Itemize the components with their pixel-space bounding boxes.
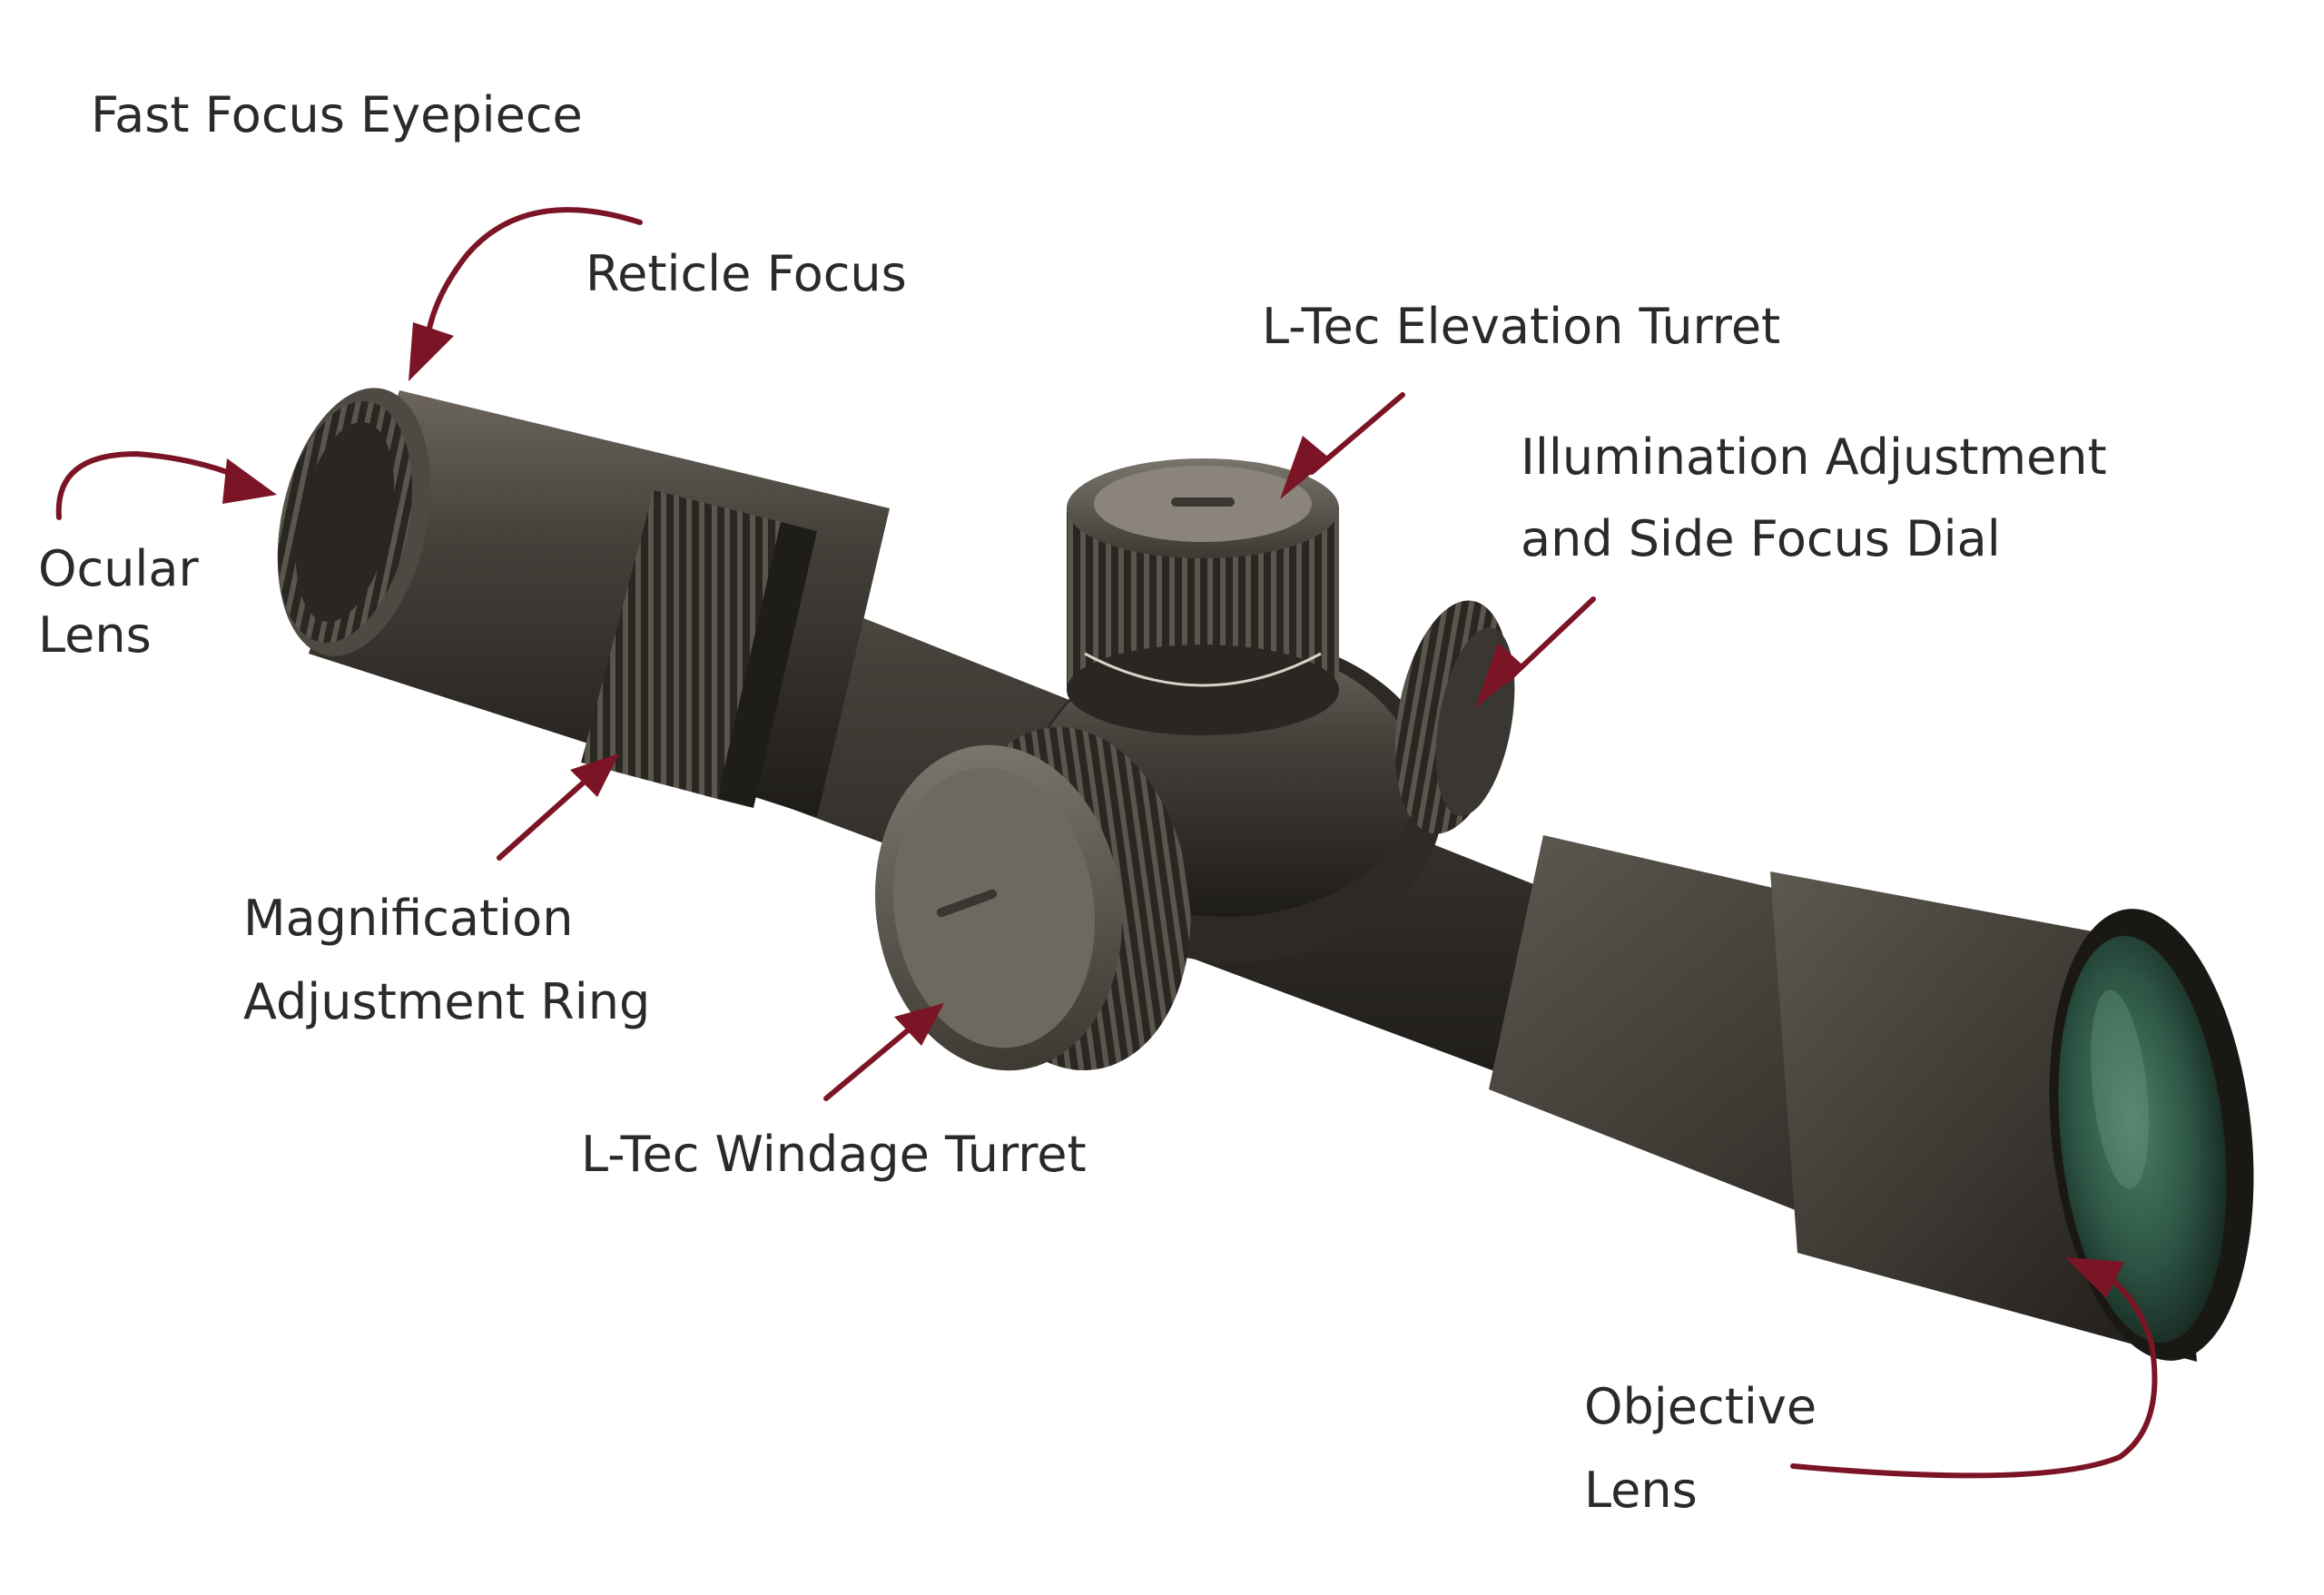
ocular-lens-arrowhead (222, 458, 277, 504)
label-objective-lens-line1: Objective (1584, 1378, 1817, 1435)
elevation-turret-arrowhead (1280, 436, 1330, 499)
magnification-ring (581, 490, 817, 808)
label-ocular-lens-line2: Lens (38, 606, 152, 664)
label-windage-turret: L-Tec Windage Turret (581, 1126, 1087, 1183)
label-illumination-line2: and Side Focus Dial (1521, 510, 2001, 567)
label-magnification-line2: Adjustment Ring (243, 973, 650, 1030)
label-objective-lens-line2: Lens (1584, 1462, 1698, 1519)
label-illumination-line1: Illumination Adjustment (1521, 428, 2107, 486)
scope-body (277, 388, 2254, 1362)
label-fast-focus-eyepiece: Fast Focus Eyepiece (91, 86, 583, 143)
labels: Fast Focus Eyepiece Reticle Focus Ocular… (38, 86, 2107, 1519)
windage-turret (874, 726, 1191, 1071)
arrows (55, 207, 2158, 1479)
label-elevation-turret: L-Tec Elevation Turret (1262, 298, 1780, 355)
reticle-focus-arrow (424, 207, 643, 348)
magnification-ring-arrow (497, 778, 588, 861)
objective-lens-arrow (1790, 1273, 2158, 1479)
label-ocular-lens-line1: Ocular (38, 540, 200, 597)
magnification-ring-arrowhead (570, 753, 619, 797)
label-reticle-focus: Reticle Focus (586, 245, 907, 302)
illumination-arrowhead (1475, 643, 1525, 708)
elevation-turret (1067, 458, 1339, 735)
windage-turret-arrowhead (894, 1003, 944, 1046)
objective-lens-arrowhead (2065, 1257, 2124, 1298)
ocular-lens-arrow (55, 450, 252, 520)
reticle-focus-arrowhead (409, 322, 454, 381)
objective-lens-glass (2058, 936, 2227, 1343)
label-magnification-line1: Magnification (243, 890, 573, 947)
windage-turret-arrow (823, 1028, 911, 1101)
